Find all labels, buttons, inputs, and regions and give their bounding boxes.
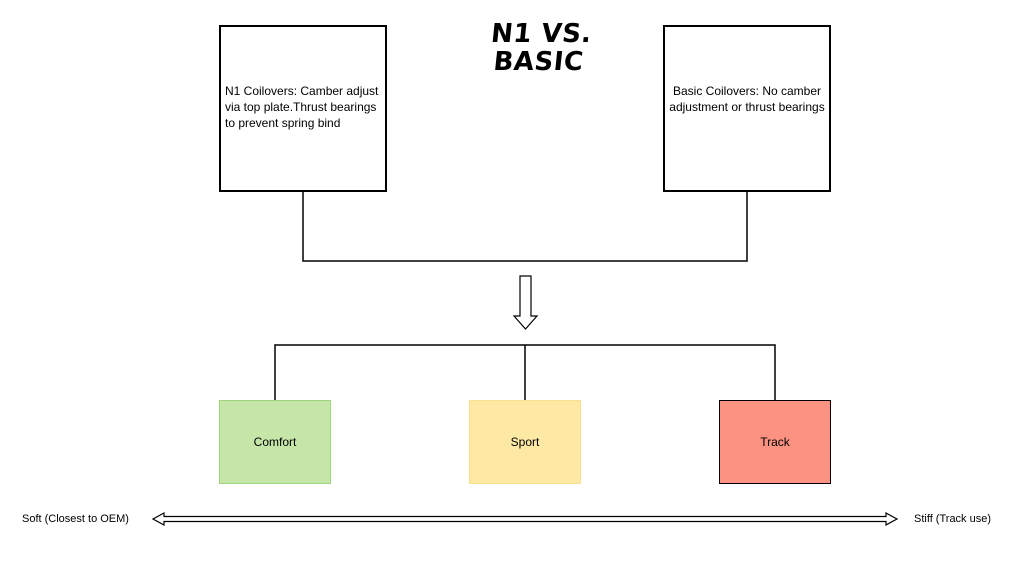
tier-sport: Sport — [469, 400, 581, 484]
scale-soft-label: Soft (Closest to OEM) — [22, 513, 129, 525]
down-arrow-icon — [512, 275, 539, 330]
tier-sport-label: Sport — [510, 435, 540, 449]
n1-coilovers-text: N1 Coilovers: Camber adjust via top plat… — [225, 84, 379, 130]
title-line-1: N1 VS. — [489, 19, 594, 49]
tier-track: Track — [719, 400, 831, 484]
basic-coilovers-text: Basic Coilovers: No camber adjustment or… — [669, 84, 825, 114]
n1-coilovers-box: N1 Coilovers: Camber adjust via top plat… — [219, 25, 387, 192]
tier-split-connector — [274, 344, 776, 400]
tier-comfort-label: Comfort — [253, 435, 297, 449]
basic-coilovers-box: Basic Coilovers: No camber adjustment or… — [663, 25, 831, 192]
scale-stiff-label: Stiff (Track use) — [914, 513, 992, 525]
title-line-2: BASIC — [491, 47, 586, 77]
stiffness-scale-arrow — [151, 511, 899, 527]
tier-comfort: Comfort — [219, 400, 331, 484]
tier-track-label: Track — [760, 435, 790, 449]
diagram-title: N1 VS. BASIC — [467, 19, 613, 77]
top-merge-connector — [302, 192, 748, 262]
